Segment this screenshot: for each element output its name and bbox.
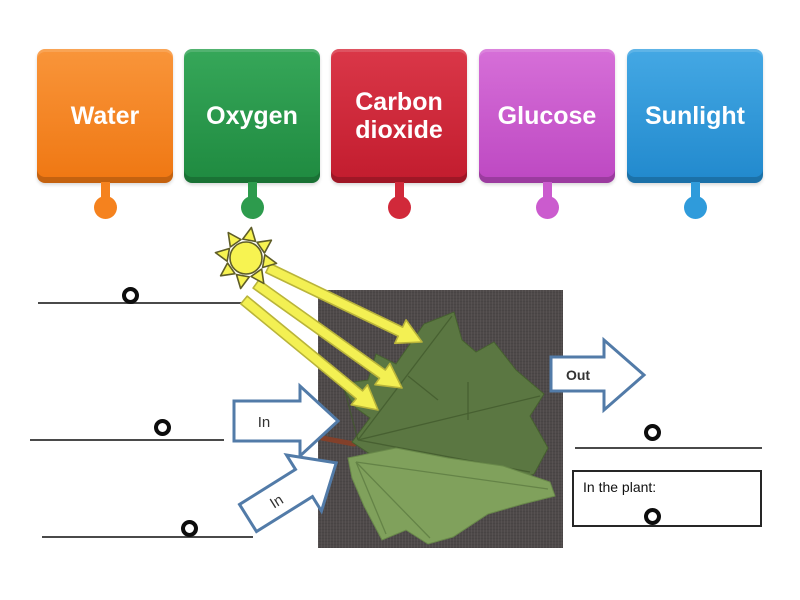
tile-carbon-dioxide[interactable]: Carbon dioxide bbox=[331, 49, 467, 219]
drop-target-icon[interactable] bbox=[644, 508, 661, 525]
answer-line bbox=[42, 536, 253, 538]
tile-pin bbox=[683, 182, 707, 219]
tile-sunlight-label: Sunlight bbox=[645, 102, 745, 130]
drop-target-icon[interactable] bbox=[644, 424, 661, 441]
drop-target-icon[interactable] bbox=[122, 287, 139, 304]
tile-sunlight[interactable]: Sunlight bbox=[627, 49, 763, 219]
sun-icon bbox=[214, 226, 278, 290]
tile-oxygen[interactable]: Oxygen bbox=[184, 49, 320, 219]
tile-pin bbox=[535, 182, 559, 219]
leaf-stem bbox=[319, 435, 357, 447]
tile-oxygen-label: Oxygen bbox=[206, 102, 298, 130]
tile-water[interactable]: Water bbox=[37, 49, 173, 219]
leaf-photo bbox=[318, 290, 563, 548]
out-arrow-label: Out bbox=[566, 367, 590, 383]
answer-line bbox=[30, 439, 224, 441]
tile-glucose-label: Glucose bbox=[497, 102, 597, 130]
tile-glucose[interactable]: Glucose bbox=[479, 49, 615, 219]
drop-target-icon[interactable] bbox=[181, 520, 198, 537]
drop-target-icon[interactable] bbox=[154, 419, 171, 436]
in-the-plant-box: In the plant: bbox=[572, 470, 762, 527]
out-arrow bbox=[549, 336, 647, 414]
answer-line bbox=[575, 447, 762, 449]
in-arrow-bottom-label: In bbox=[267, 491, 287, 512]
in-arrow-top-label: In bbox=[258, 414, 271, 431]
leaf-illustration bbox=[319, 311, 556, 545]
tile-water-label: Water bbox=[70, 102, 140, 130]
tile-pin bbox=[93, 182, 117, 219]
plant-box-label: In the plant: bbox=[583, 479, 657, 495]
tile-pin bbox=[387, 182, 411, 219]
leaf-lower-blade bbox=[347, 447, 556, 545]
tile-pin bbox=[240, 182, 264, 219]
leaf-lower-veins bbox=[355, 461, 549, 539]
tile-carbon-dioxide-label: Carbon dioxide bbox=[355, 88, 443, 144]
answer-line bbox=[38, 302, 250, 304]
